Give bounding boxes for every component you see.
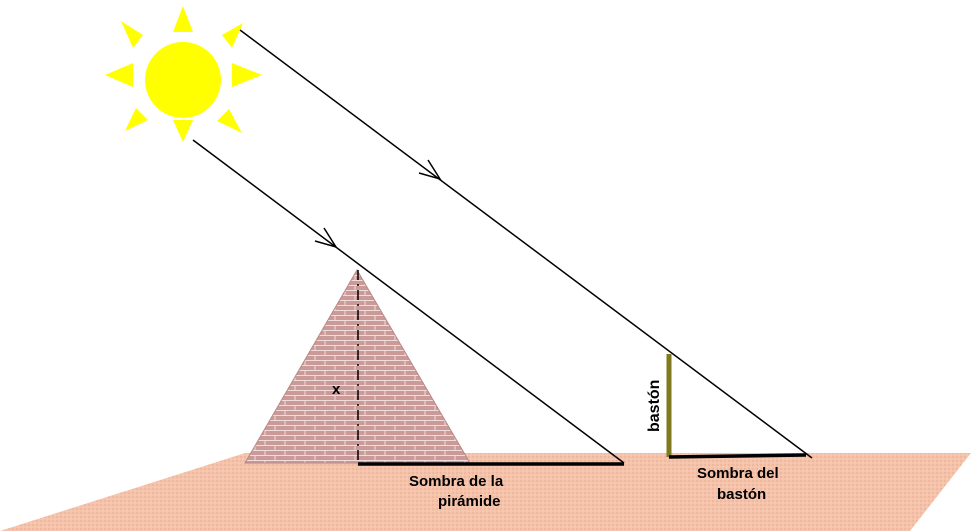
stick-shadow-line	[668, 453, 807, 459]
stick-shadow-label-line1: Sombra del	[697, 465, 779, 482]
pyramid-shadow-label-line1: Sombra de la	[409, 473, 504, 490]
pyramid-shadow-label-line2: pirámide	[438, 493, 501, 510]
ground-plane	[0, 453, 971, 531]
sun-ray-stick	[239, 29, 813, 459]
pyramid	[244, 269, 471, 464]
ray-arrow-icon	[418, 159, 442, 181]
stick-label: bastón	[646, 380, 663, 432]
height-label-x: x	[332, 381, 341, 398]
sun-icon	[105, 6, 262, 142]
sun-ray-pyramid	[192, 139, 625, 464]
ray-arrow-icon	[314, 227, 338, 249]
stick-shadow-label-line2: bastón	[717, 486, 766, 503]
